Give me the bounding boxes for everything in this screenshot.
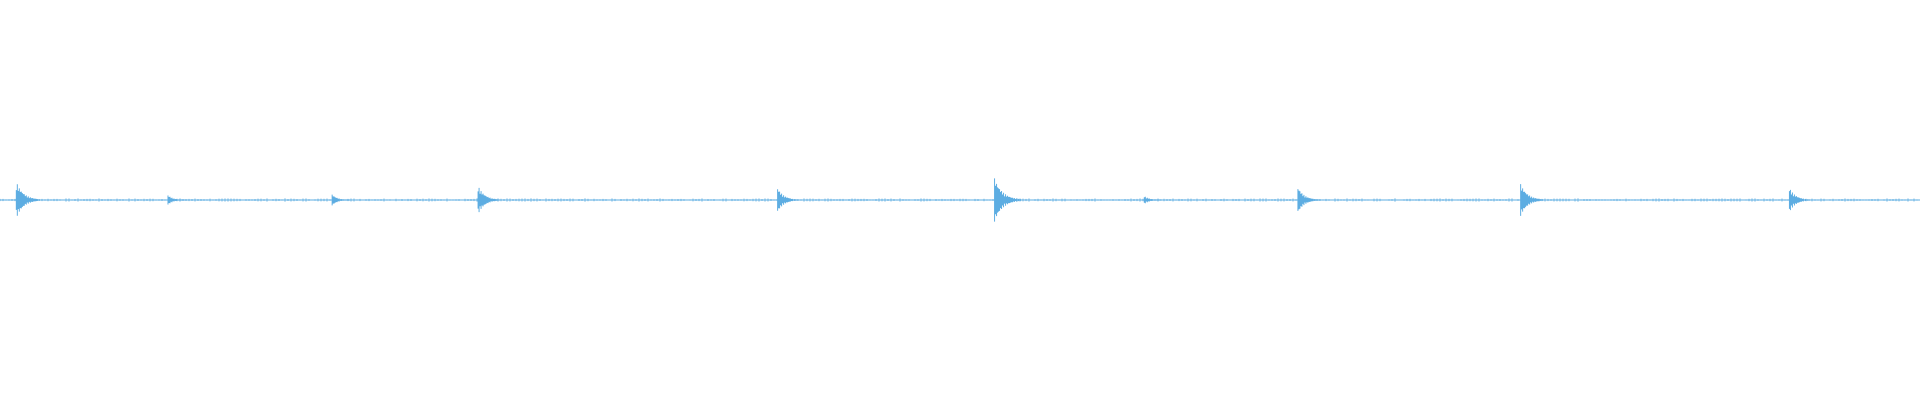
- waveform-transient: [15, 184, 40, 216]
- waveform-transients-group: [15, 178, 1810, 222]
- waveform-transient: [167, 195, 185, 205]
- waveform-baseline-group: [0, 198, 1920, 202]
- waveform-transient: [994, 178, 1022, 222]
- waveform-transient: [1788, 189, 1810, 211]
- waveform-transient: [331, 194, 350, 206]
- waveform-transient: [1520, 184, 1544, 216]
- waveform-transient: [1143, 196, 1161, 204]
- waveform-noise-floor: [0, 198, 1918, 202]
- waveform-transient: [777, 189, 799, 211]
- waveform-transient: [1297, 189, 1320, 211]
- waveform-transient: [477, 187, 500, 213]
